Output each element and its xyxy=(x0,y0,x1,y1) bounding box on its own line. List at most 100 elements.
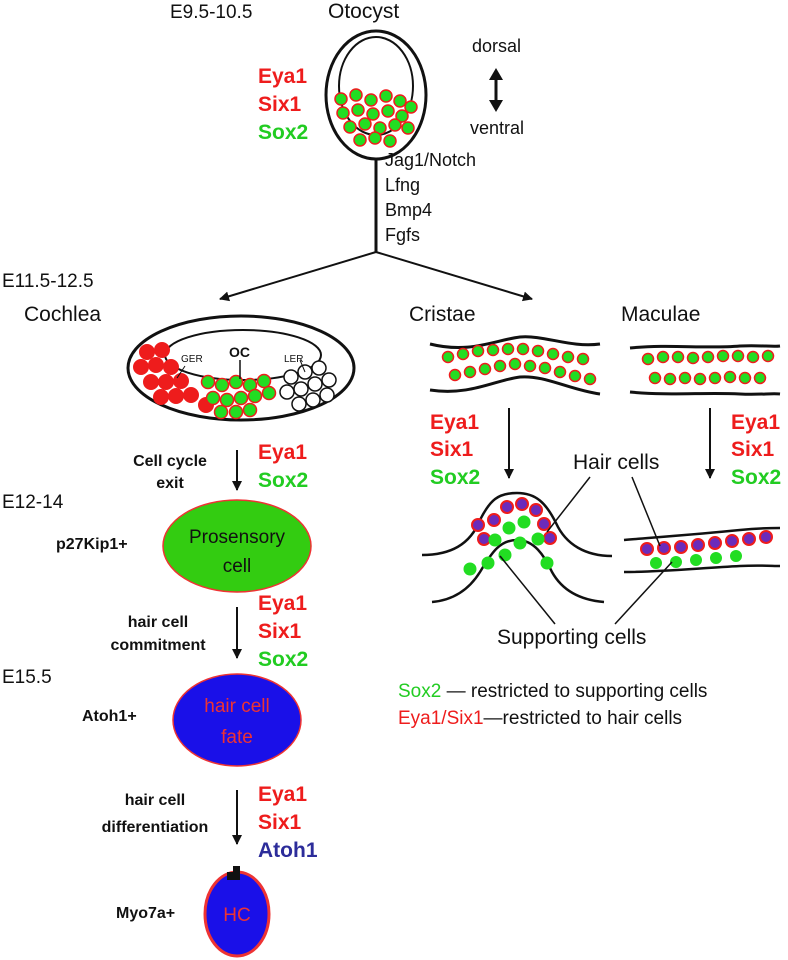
ler-cell xyxy=(307,376,323,392)
maculae-epithelium xyxy=(629,344,781,396)
prosensory-cell xyxy=(663,372,677,386)
prosensory-cell xyxy=(448,368,462,382)
fate-stage-label: E15.5 xyxy=(2,667,52,688)
sensory-cell xyxy=(343,120,357,134)
otocyst-title: Otocyst xyxy=(328,0,399,23)
maculae-gene-six1: Six1 xyxy=(731,438,775,461)
legend-eya-row: Eya1/Six1—restricted to hair cells xyxy=(398,708,682,729)
prosensory-cell xyxy=(531,344,545,358)
prosensory-cell xyxy=(731,349,745,363)
step1-gene-sox2: Sox2 xyxy=(258,469,308,492)
branch-arrows xyxy=(219,160,533,302)
ler-cell xyxy=(311,360,327,376)
prosensory-cell xyxy=(553,365,567,379)
sensory-cell xyxy=(379,89,393,103)
prosensory-cell xyxy=(471,344,485,358)
prosensory-cell xyxy=(463,365,477,379)
maculae-title: Maculae xyxy=(621,303,700,326)
ger-cell xyxy=(163,359,179,375)
hair-cell xyxy=(471,518,485,532)
hair-cell-hc xyxy=(203,866,271,958)
cochlea-title: Cochlea xyxy=(24,303,101,326)
prosensory-cell xyxy=(671,350,685,364)
cristae-gene-eya1: Eya1 xyxy=(430,411,479,434)
prosensory-cell xyxy=(746,350,760,364)
sensory-cell xyxy=(381,104,395,118)
hair-cells-callout-lines xyxy=(546,476,661,547)
cristae-gene-six1: Six1 xyxy=(430,438,474,461)
oc-cell xyxy=(233,390,249,406)
prosensory-cell xyxy=(576,352,590,366)
supporting-cell xyxy=(690,554,702,566)
supporting-cell xyxy=(531,532,545,546)
supporting-cell xyxy=(670,556,682,568)
macula-mature-cells xyxy=(640,530,773,569)
supporting-cells-callout-lines xyxy=(499,555,673,625)
prosensory-cell xyxy=(546,347,560,361)
cochlea-cells xyxy=(133,342,337,420)
ger-cell xyxy=(154,342,170,358)
oc-cell xyxy=(214,377,230,393)
cristae-cells xyxy=(441,342,597,386)
hair-cell xyxy=(742,532,756,546)
prosensory-cell xyxy=(441,350,455,364)
prosensory-cell xyxy=(686,351,700,365)
hair-cell xyxy=(725,534,739,548)
prosensory-cell xyxy=(508,357,522,371)
sensory-cell xyxy=(353,133,367,147)
prosensory-cell xyxy=(501,342,515,356)
fate-cell-line1: hair cell xyxy=(204,696,269,717)
ler-cell xyxy=(293,381,309,397)
prosensory-cell xyxy=(516,342,530,356)
hair-cell xyxy=(708,536,722,550)
cristae-gene-sox2: Sox2 xyxy=(430,466,480,489)
signal-fgfs: Fgfs xyxy=(385,225,420,245)
step1-label-line2: exit xyxy=(156,475,184,492)
ler-cell xyxy=(283,369,299,385)
ger-cell xyxy=(153,389,169,405)
sensory-cell xyxy=(395,109,409,123)
prosensory-cell xyxy=(456,347,470,361)
hair-cell xyxy=(500,500,514,514)
supporting-cell xyxy=(463,562,477,576)
prosensory-cell xyxy=(678,371,692,385)
prosensory-cell xyxy=(478,362,492,376)
ler-cell xyxy=(291,396,307,412)
mature-macula xyxy=(623,526,781,574)
prosensory-cell xyxy=(648,371,662,385)
otocyst-gene-eya1: Eya1 xyxy=(258,65,307,88)
sensory-cell xyxy=(364,93,378,107)
hair-cell xyxy=(477,532,491,546)
marker-atoh1: Atoh1+ xyxy=(82,708,137,725)
cristae-title: Cristae xyxy=(409,303,476,326)
sensory-cell xyxy=(388,118,402,132)
prosensory-cell xyxy=(561,350,575,364)
step1-gene-eya1: Eya1 xyxy=(258,441,307,464)
maculae-gene-eya1: Eya1 xyxy=(731,411,780,434)
sensory-cell xyxy=(366,107,380,121)
supporting-cells-label: Supporting cells xyxy=(497,626,646,649)
prosensory-cell xyxy=(523,359,537,373)
legend-sox2-row: Sox2 — restricted to supporting cells xyxy=(398,681,707,702)
prosensory-cell xyxy=(723,370,737,384)
ger-cell xyxy=(143,374,159,390)
legend-eya-text: —restricted to hair cells xyxy=(484,708,683,729)
sensory-cell xyxy=(393,94,407,108)
oc-cell xyxy=(242,402,258,418)
oc-cell xyxy=(228,404,244,420)
ler-cell xyxy=(279,384,295,400)
ler-label: LER xyxy=(284,354,303,365)
prosensory-cell xyxy=(583,372,597,386)
step3-gene-six1: Six1 xyxy=(258,811,302,834)
cochlea-graphic xyxy=(126,314,356,422)
sensory-cell xyxy=(383,134,397,148)
sensory-cell xyxy=(401,121,415,135)
hair-cell xyxy=(691,538,705,552)
step1-label-line1: Cell cycle xyxy=(133,453,207,470)
sensory-cell xyxy=(336,106,350,120)
hair-cell xyxy=(487,513,501,527)
legend-sox2-text: — restricted to supporting cells xyxy=(441,681,707,702)
otocyst-gene-six1: Six1 xyxy=(258,93,302,116)
hair-cell xyxy=(657,541,671,555)
